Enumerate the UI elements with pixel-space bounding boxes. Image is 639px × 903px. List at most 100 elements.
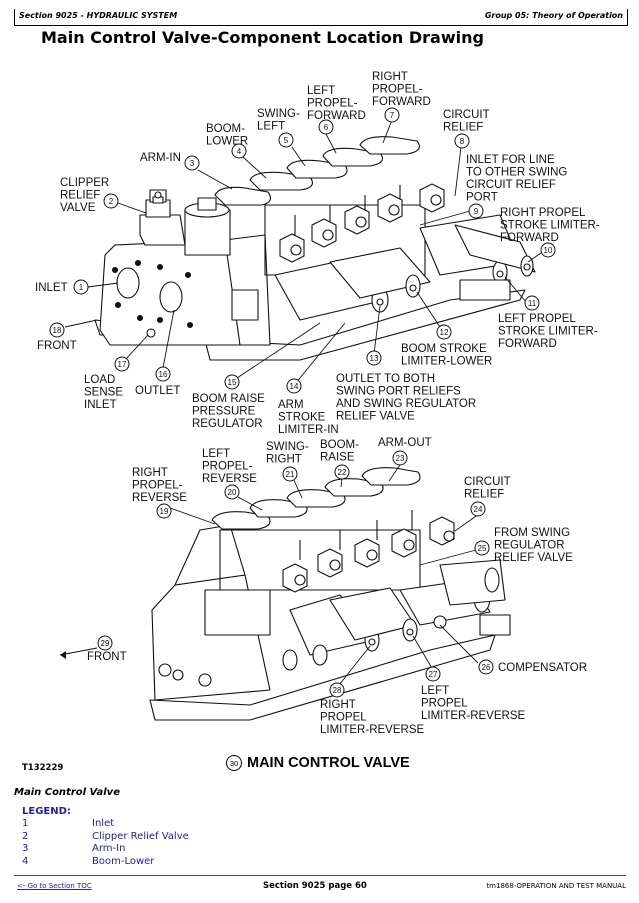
callout-number: 8 xyxy=(460,137,465,146)
callout-number: 22 xyxy=(338,468,347,477)
legend-item: 4 Boom-Lower xyxy=(22,856,189,869)
callout-number: 29 xyxy=(101,639,110,648)
legend-number: 4 xyxy=(22,855,29,867)
callout-circle xyxy=(318,119,334,135)
callout-circle xyxy=(224,374,240,390)
callout-circle xyxy=(392,450,408,466)
callout-number: 12 xyxy=(440,328,449,337)
callout-number: 15 xyxy=(228,378,237,387)
legend-label: Arm-In xyxy=(92,843,126,854)
legend-label: Boom-Lower xyxy=(92,855,155,867)
callout-1: 1 INLET xyxy=(35,279,89,295)
legend-item: 2 Clipper Relief Valve xyxy=(22,831,189,844)
callout-number: 3 xyxy=(190,159,195,168)
callout-number: 10 xyxy=(544,246,553,255)
callout-number: 6 xyxy=(324,123,329,132)
callout-number: 20 xyxy=(228,488,237,497)
callout-label: OUTLET xyxy=(135,385,180,397)
callout-number: 16 xyxy=(159,370,168,379)
callout-circle xyxy=(540,242,556,258)
callout-3: 3 ARM-IN xyxy=(140,152,200,171)
callout-number: 18 xyxy=(53,326,62,335)
front-arrow-icon xyxy=(60,651,66,659)
callout-number: 28 xyxy=(333,686,342,695)
callout-circle xyxy=(73,279,89,295)
callout-circle xyxy=(184,155,200,171)
header-section: Section 9025 - HYDRAULIC SYSTEM xyxy=(19,11,178,20)
callout-circle xyxy=(156,503,172,519)
legend: LEGEND: 1 Inlet 2 Clipper Relief Valve 3… xyxy=(22,806,189,868)
legend-number: 3 xyxy=(22,843,29,854)
callout-circle xyxy=(286,378,302,394)
callout-circle xyxy=(524,295,540,311)
go-to-section-toc-link[interactable]: <- Go to Section TOC xyxy=(17,882,92,890)
figure-caption: 30 MAIN CONTROL VALVE xyxy=(226,755,410,771)
callout-number: 4 xyxy=(237,147,242,156)
callout-number: 23 xyxy=(396,454,405,463)
callout-circle xyxy=(103,193,119,209)
callout-circle xyxy=(49,322,65,338)
callout-circle xyxy=(366,350,382,366)
header-group: Group 05: Theory of Operation xyxy=(484,11,623,20)
footer-page-number: Section 9025 page 60 xyxy=(263,881,367,891)
caption-text: MAIN CONTROL VALVE xyxy=(247,755,410,771)
callout-circle xyxy=(231,143,247,159)
callout-number: 9 xyxy=(474,207,479,216)
valve-drawing: 1INLET2CLIPPERRELIEFVALVE3ARM-IN4BOOM-LO… xyxy=(35,71,600,736)
callout-number: 1 xyxy=(79,283,84,292)
callout-number: 24 xyxy=(474,505,483,514)
callout-number: 21 xyxy=(286,470,295,479)
callout-label: SWING-RIGHT xyxy=(266,441,309,466)
callout-circle xyxy=(282,466,298,482)
callout-circle xyxy=(155,366,171,382)
callout-label: INLET xyxy=(35,282,68,294)
legend-label: Clipper Relief Valve xyxy=(92,830,189,842)
callout-label: ARM-IN xyxy=(140,152,181,164)
legend-number: 1 xyxy=(22,818,29,829)
callout-label: ARM-OUT xyxy=(378,437,432,449)
callout-circle xyxy=(384,107,400,123)
callout-circle xyxy=(278,132,294,148)
callout-number: 2 xyxy=(109,197,114,206)
caption-title: Main Control Valve xyxy=(14,787,120,798)
callout-number: 5 xyxy=(284,136,289,145)
leader-lines xyxy=(59,119,542,686)
callout-circle xyxy=(224,484,240,500)
callout-circle xyxy=(114,356,130,372)
legend-item: 3 Arm-In xyxy=(22,843,189,856)
legend-number: 2 xyxy=(22,830,29,842)
bottom-valve-assembly xyxy=(149,467,511,721)
callout-number: 13 xyxy=(370,354,379,363)
legend-label: Inlet xyxy=(92,818,115,829)
callout-label: FRONT xyxy=(87,651,127,663)
figure-id: T132229 xyxy=(22,763,64,773)
